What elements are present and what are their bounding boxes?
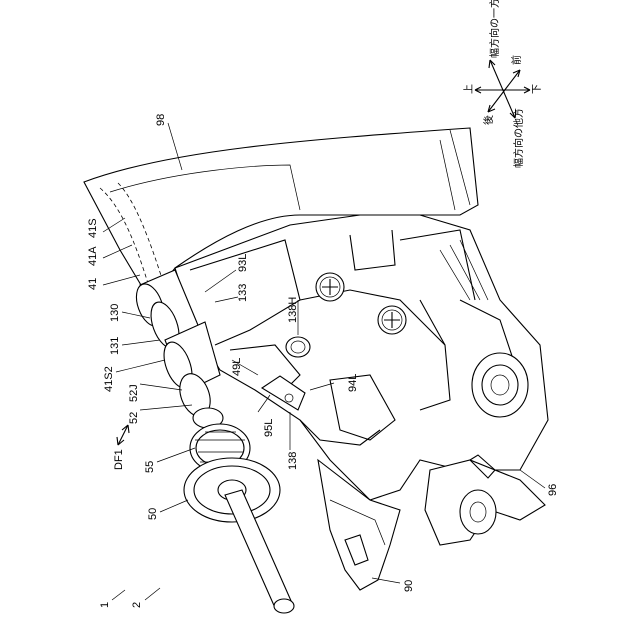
hole-138H [286,337,310,357]
label-41S2: 41S2 [103,366,115,392]
compass-width-one: 幅方向の一方 [488,0,501,58]
label-131: 131 [109,337,121,355]
label-55: 55 [144,461,156,473]
label-130: 130 [109,304,121,322]
direction-compass: 上 下 前 後 幅方向の一方 幅方向の他方 [463,0,543,168]
label-41S: 41S [87,218,99,238]
label-52: 52 [128,412,140,424]
label-98: 98 [155,114,167,126]
bracket-96 [425,455,545,545]
label-41: 41 [87,278,99,290]
label-90: 90 [403,580,415,592]
compass-down: 下 [532,84,543,94]
compass-up: 上 [463,84,475,94]
compass-front: 前 [510,55,523,65]
compass-rear: 後 [482,115,495,125]
right-roller [472,353,528,417]
df1-arrow [117,425,129,445]
label-95L: 95L [263,419,275,437]
label-94L: 94L [347,374,359,392]
label-50: 50 [147,508,159,520]
label-DF1: DF1 [113,449,125,470]
screw-lower [378,306,406,334]
label-138H: 138H [287,297,299,323]
label-96: 96 [547,484,559,496]
label-138: 138 [287,452,299,470]
label-93L: 93L [237,254,249,272]
label-133: 133 [237,284,249,302]
screw-upper [316,273,344,301]
compass-width-other: 幅方向の他方 [512,108,525,168]
label-2: 2 [131,602,143,608]
label-41A: 41A [87,246,99,266]
label-49L: 49L [231,358,243,376]
label-52J: 52J [128,384,140,402]
label-1: 1 [99,602,111,608]
